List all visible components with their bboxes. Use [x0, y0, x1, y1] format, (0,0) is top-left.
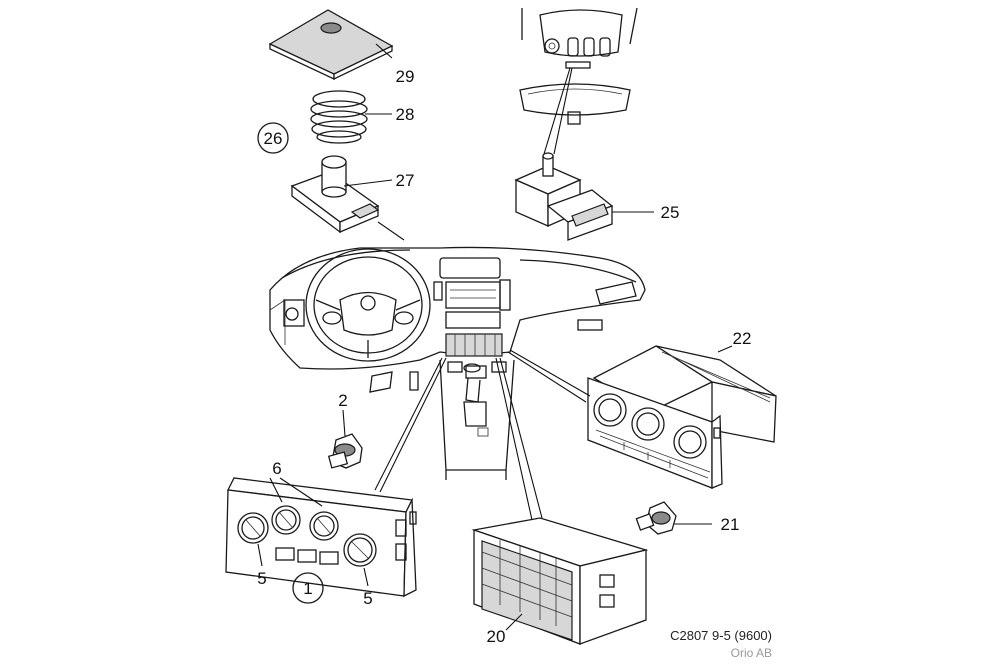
callout-28: 28: [396, 105, 415, 124]
callout-2: 2: [338, 391, 347, 410]
part-25-sensor: [514, 152, 614, 241]
callout-29: 29: [396, 67, 415, 86]
footer: C2807 9-5 (9600) Orio AB: [670, 628, 772, 660]
mirror-inset: [519, 7, 638, 125]
part-2-bulb: [327, 433, 363, 469]
callout-20: 20: [487, 627, 506, 646]
callout-25: 25: [661, 203, 680, 222]
callout-26: 26: [264, 129, 283, 148]
part-26-marker: [257, 122, 289, 154]
part-21-bulb: [635, 501, 677, 535]
callout-labels: 1 2 5 5 6 20 21 22 25 26 27 28 29: [257, 67, 751, 646]
callout-21: 21: [721, 515, 740, 534]
callout-5-right: 5: [363, 589, 372, 608]
drawing-reference: C2807 9-5 (9600): [670, 628, 772, 643]
part-1-climate-panel: [225, 477, 417, 598]
callout-6: 6: [272, 459, 281, 478]
copyright-text: Orio AB: [731, 646, 772, 660]
part-29-pad: [268, 9, 394, 81]
callout-27: 27: [396, 171, 415, 190]
leader-lines: [257, 43, 733, 631]
part-20-control-unit: [471, 517, 649, 645]
part-22-control-unit: [587, 345, 777, 489]
callout-5-left: 5: [257, 569, 266, 588]
callout-1: 1: [303, 579, 312, 598]
part-27-sensor: [290, 155, 380, 234]
part-28-spring: [310, 90, 368, 144]
dashboard: [269, 246, 646, 480]
callout-22: 22: [733, 329, 752, 348]
